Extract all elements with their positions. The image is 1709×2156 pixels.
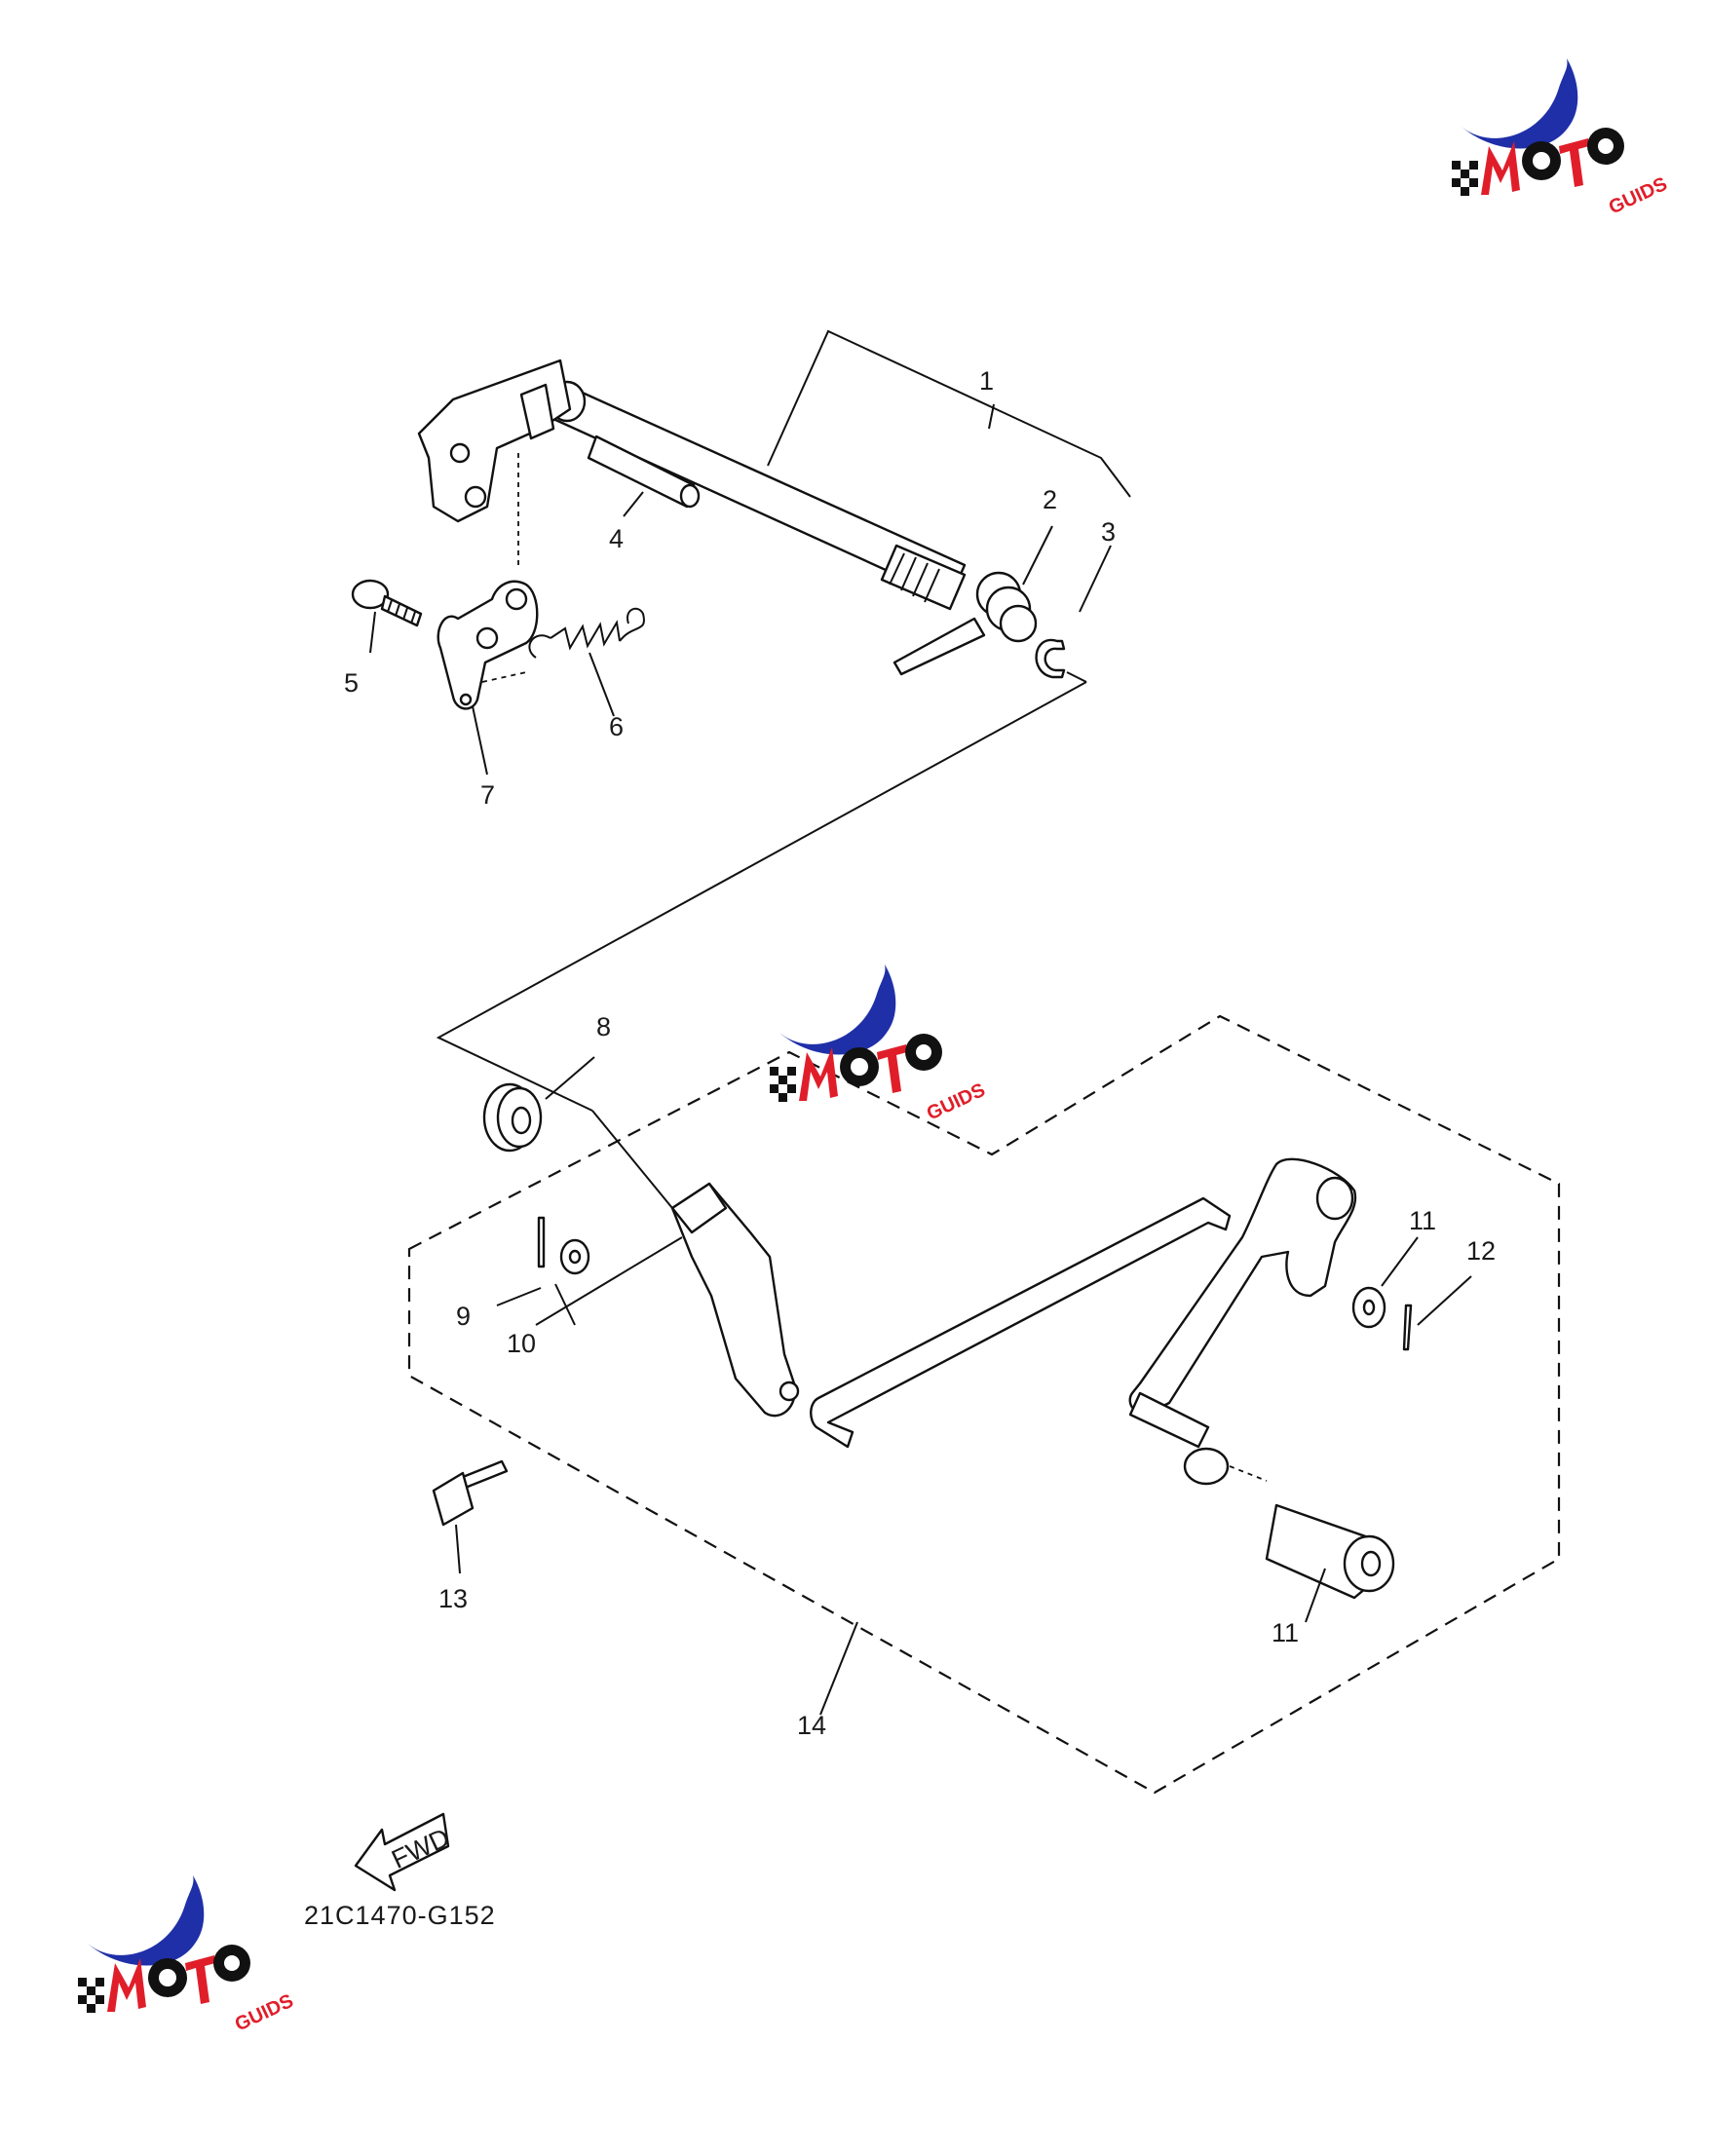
watermark-logo-top-right: GUIDS xyxy=(1452,58,1671,219)
callout-11a: 9 xyxy=(456,1302,471,1331)
callout-11b: 12 xyxy=(1466,1236,1496,1266)
callout-9: 14 xyxy=(797,1711,826,1740)
callout-4: 1 xyxy=(979,366,994,396)
fwd-arrow-icon: FWD xyxy=(354,1812,454,1892)
callout-13: 11 xyxy=(1409,1206,1436,1235)
callout-7: 4 xyxy=(609,524,624,553)
callout-12: 10 xyxy=(507,1329,536,1358)
callout-6: 3 xyxy=(1101,517,1116,547)
callout-10: 11 xyxy=(1272,1618,1299,1647)
svg-text:GUIDS: GUIDS xyxy=(1606,173,1671,219)
watermark-logo-center: GUIDS xyxy=(770,965,989,1125)
callout-5: 2 xyxy=(1043,485,1057,514)
callout-1: 7 xyxy=(480,780,495,810)
watermark-logo-bottom-left: GUIDS xyxy=(78,1875,297,2036)
callout-8: 8 xyxy=(596,1012,611,1041)
drawing-code: 21C1470-G152 xyxy=(304,1901,496,1930)
svg-text:GUIDS: GUIDS xyxy=(924,1079,989,1125)
callout-14: 13 xyxy=(438,1584,468,1613)
svg-text:GUIDS: GUIDS xyxy=(232,1990,297,2036)
callout-3: 6 xyxy=(609,712,624,741)
callout-2: 5 xyxy=(344,668,359,698)
